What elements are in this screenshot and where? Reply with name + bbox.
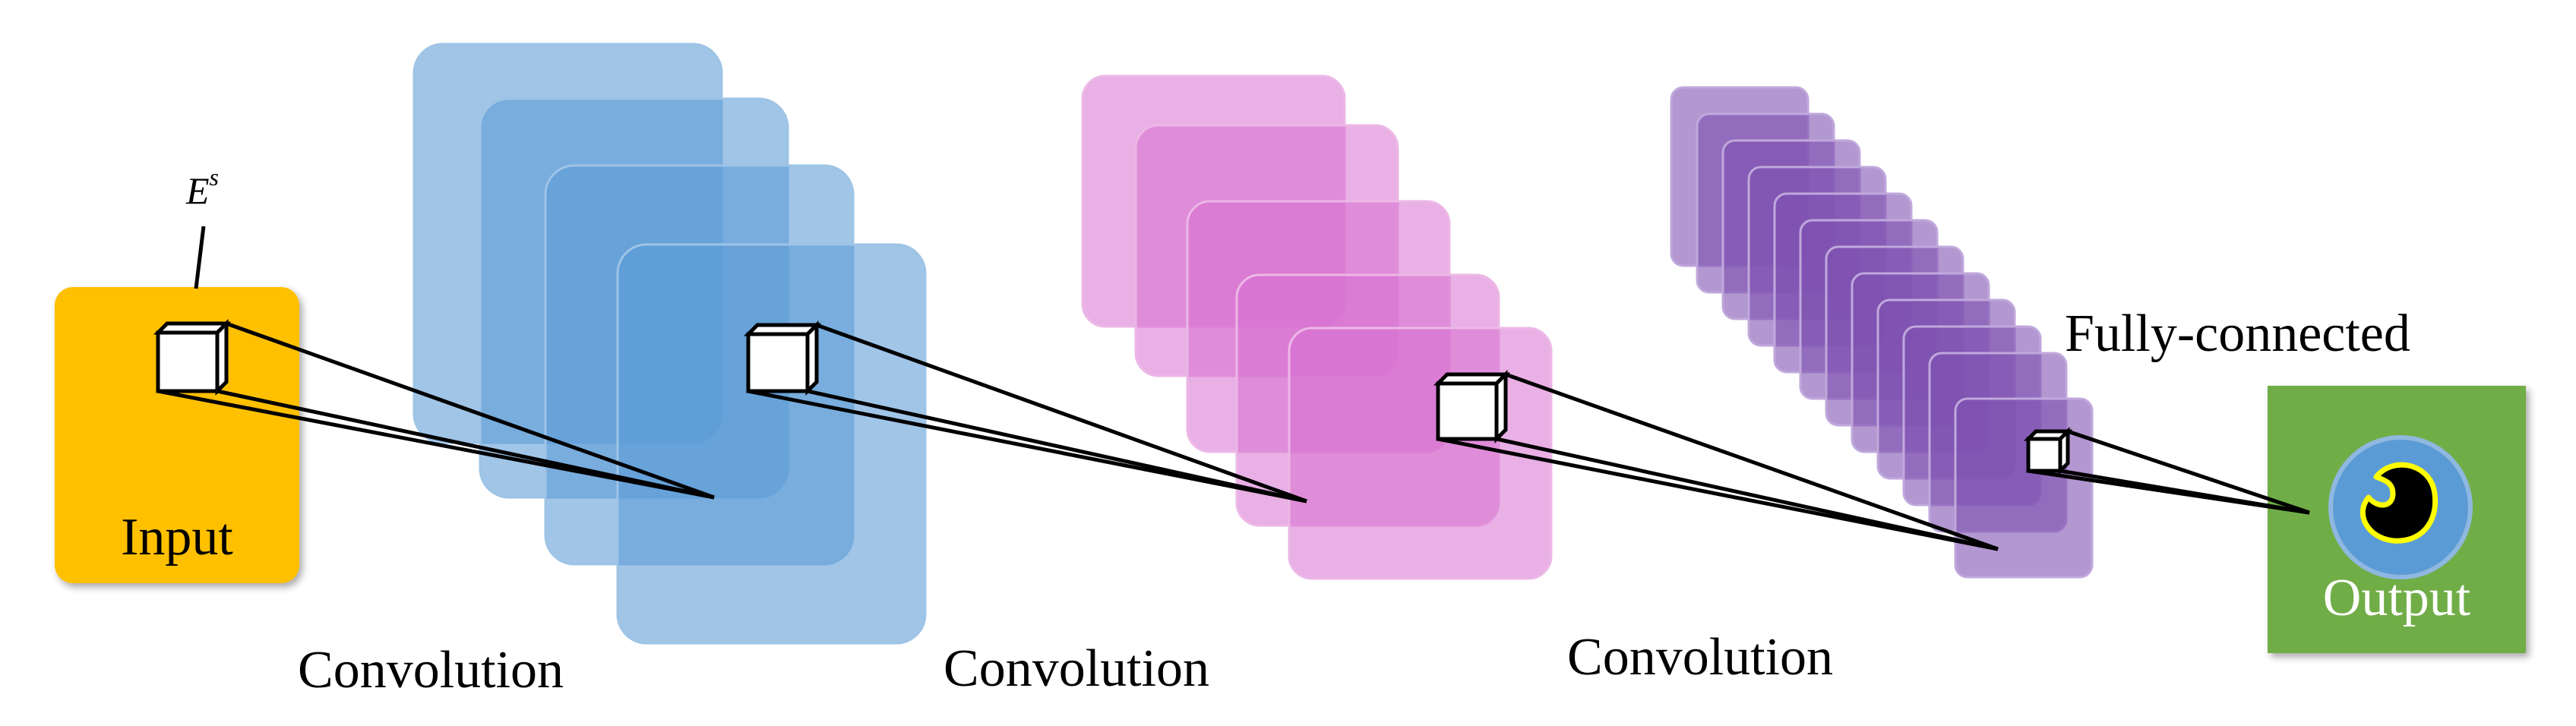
input-label: Input <box>121 508 233 567</box>
fc-label: Fully-connected <box>2065 305 2410 363</box>
input-symbol-pointer <box>194 226 206 289</box>
projection-4 <box>2023 426 2310 515</box>
conv-layer-3 <box>1670 86 2094 579</box>
projection-2 <box>743 320 1307 503</box>
conv3-map-12 <box>1954 397 2094 579</box>
projection-1 <box>153 318 715 500</box>
input-symbol: Es <box>185 163 219 212</box>
output-blob-icon <box>2359 462 2439 544</box>
input-block <box>55 287 299 583</box>
conv3-label: Convolution <box>1567 628 1833 687</box>
conv1-label: Convolution <box>298 641 564 699</box>
projection-3 <box>1433 369 1999 551</box>
conv1-map-4 <box>616 243 927 645</box>
output-label: Output <box>2323 569 2471 627</box>
conv-layer-2 <box>1081 74 1553 580</box>
conv2-label: Convolution <box>943 639 1209 698</box>
conv-layer-1 <box>412 43 927 645</box>
